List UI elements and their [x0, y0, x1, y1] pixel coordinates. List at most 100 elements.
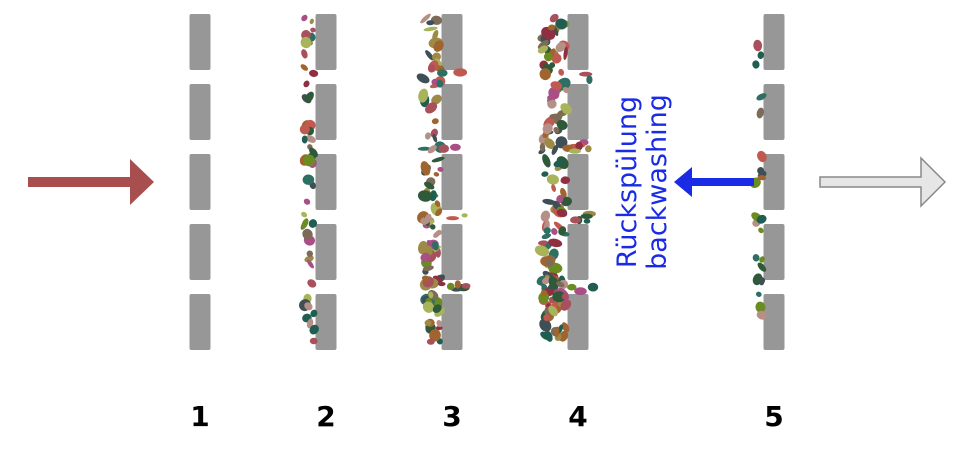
particle [461, 213, 468, 218]
particle [556, 281, 565, 288]
filter-bar-5-1 [763, 14, 785, 70]
particle [310, 309, 318, 318]
particle [461, 283, 471, 289]
particle [438, 144, 450, 153]
particle [308, 219, 318, 228]
particle [553, 159, 564, 168]
particle [302, 174, 315, 185]
filter-bar-1-1 [189, 14, 211, 70]
particle [586, 75, 593, 84]
particle [585, 145, 592, 153]
particle [547, 99, 557, 109]
particle [304, 302, 313, 311]
particle [305, 91, 314, 103]
particle [545, 258, 554, 268]
particle [428, 64, 435, 73]
particle [543, 314, 550, 322]
particle [539, 142, 546, 152]
particle [758, 227, 764, 234]
particle [534, 245, 550, 257]
particle [309, 69, 319, 77]
particle [422, 265, 434, 272]
particle [417, 190, 433, 202]
particle [435, 208, 443, 217]
particle [307, 279, 317, 288]
particle [307, 259, 314, 269]
particle [431, 241, 439, 251]
filter-bar-2-4 [315, 224, 337, 280]
particle [558, 226, 567, 236]
particle [542, 198, 556, 205]
filter-stages [189, 14, 785, 350]
particle [435, 229, 442, 236]
particle [299, 124, 310, 135]
particle [537, 40, 549, 50]
filter-bar-5-2 [763, 84, 785, 140]
particle [539, 68, 552, 81]
particle [755, 291, 762, 297]
particle [309, 147, 318, 158]
filter-bar-1-2 [189, 84, 211, 140]
filter-bar-4-5 [567, 294, 589, 350]
particle [453, 68, 468, 77]
backwash-label-en: backwashing [642, 94, 673, 270]
particle [450, 143, 461, 151]
particle [426, 20, 435, 26]
particle [304, 255, 314, 263]
particle [551, 184, 556, 192]
particle [305, 135, 316, 143]
particle [543, 52, 553, 62]
particle [425, 102, 438, 114]
particle [429, 329, 441, 342]
particle [541, 171, 549, 177]
particle [432, 133, 438, 143]
particle [756, 107, 764, 119]
particle [579, 71, 593, 77]
particle [437, 166, 444, 172]
particle [561, 293, 569, 300]
particle [427, 144, 437, 154]
filter-bar-1-5 [189, 294, 211, 350]
particle [560, 103, 573, 115]
particle [538, 240, 549, 246]
filter-bar-4-2 [567, 84, 589, 140]
particle [547, 24, 556, 31]
filter-bar-3-1 [441, 14, 463, 70]
particle [301, 135, 308, 144]
filter-bar-2-3 [315, 154, 337, 210]
particle [560, 299, 572, 311]
particle [437, 69, 448, 77]
particle [426, 338, 435, 345]
filter-bar-4-4 [567, 224, 589, 280]
particle [752, 60, 760, 69]
particle [753, 39, 763, 52]
particle [553, 53, 559, 58]
particle [300, 36, 312, 49]
particle [756, 93, 767, 101]
outflow-arrow [819, 156, 947, 208]
filter-bar-1-3 [189, 154, 211, 210]
particle [543, 227, 551, 234]
particle [757, 175, 767, 181]
particle [552, 291, 566, 303]
particle [310, 27, 316, 33]
particle [420, 252, 431, 263]
particle [432, 52, 441, 62]
particle-layer [299, 13, 767, 345]
filter-bar-2-2 [315, 84, 337, 140]
particle [752, 254, 760, 262]
particle [423, 26, 438, 32]
particle [446, 216, 459, 221]
particle [309, 324, 319, 335]
particle [430, 224, 436, 230]
particle [563, 46, 568, 61]
particle [562, 87, 570, 94]
particle [306, 318, 314, 329]
particle [425, 50, 434, 61]
particle [546, 174, 559, 185]
particle [568, 148, 581, 154]
particle [560, 196, 572, 207]
particle [555, 42, 567, 52]
particle [544, 330, 553, 342]
